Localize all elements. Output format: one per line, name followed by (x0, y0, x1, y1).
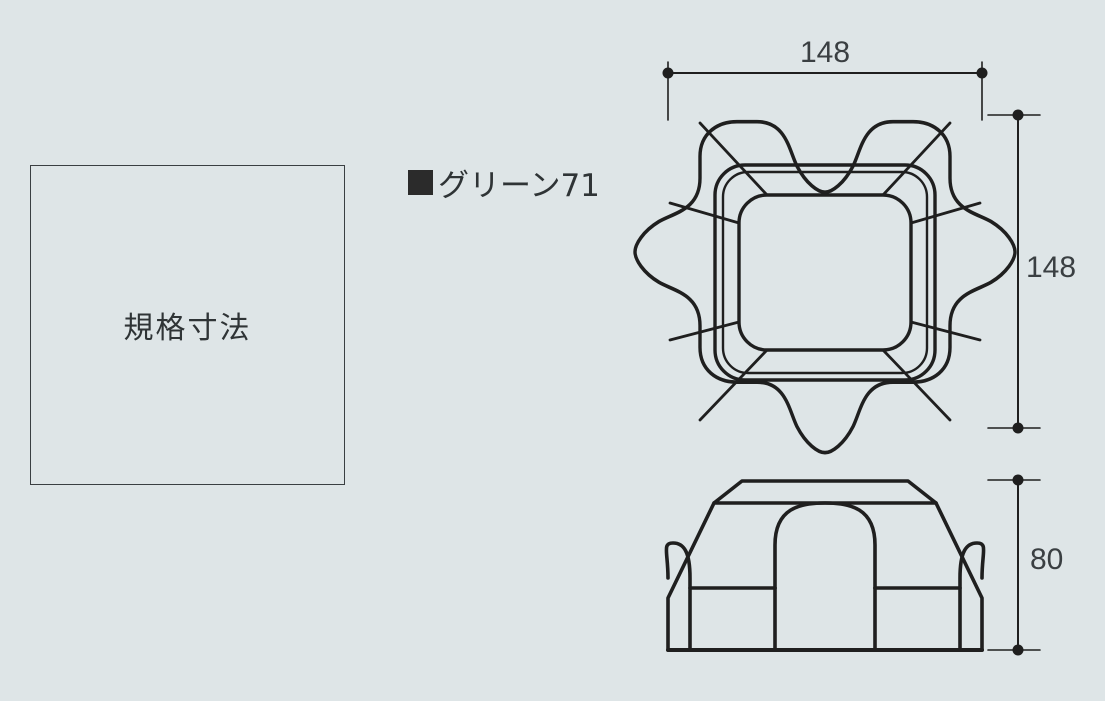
dimension-right-terminator-bottom (1012, 422, 1024, 434)
dimension-height-label: 80 (1030, 543, 1064, 576)
dimension-right-terminator-top (1012, 109, 1024, 121)
spec-dimension-box: 規格寸法 (30, 165, 345, 485)
dimension-height-terminator-top (1012, 474, 1024, 486)
plan-rim-inner-line (721, 170, 929, 375)
dimension-top-terminator-left (662, 67, 674, 79)
plan-recess-pocket (737, 193, 913, 352)
plan-corner-chamfer-lines (668, 121, 982, 422)
plan-rim-outer-line (713, 163, 937, 382)
elevation-view-group (664, 479, 986, 652)
spec-dimension-box-label: 規格寸法 (123, 311, 252, 346)
color-legend-label: グリーン71 (438, 168, 600, 204)
plan-view-group (633, 119, 1017, 455)
plan-outer-lobed-outline (633, 119, 1017, 455)
elevation-top-cap (712, 479, 938, 505)
dimension-top-148 (667, 61, 983, 121)
elevation-left-rib (664, 541, 692, 652)
dimension-top-terminator-right (976, 67, 988, 79)
dimension-right-label: 148 (1026, 251, 1077, 284)
elevation-center-arch (773, 501, 877, 590)
dimension-height-terminator-bottom (1012, 644, 1024, 656)
elevation-center-arch-legs (773, 586, 877, 652)
color-legend: グリーン71 (408, 160, 600, 205)
filled-square-icon (408, 170, 433, 195)
elevation-right-rib (958, 541, 986, 652)
dimension-top-label: 148 (800, 36, 851, 69)
elevation-body-outline (666, 501, 984, 652)
